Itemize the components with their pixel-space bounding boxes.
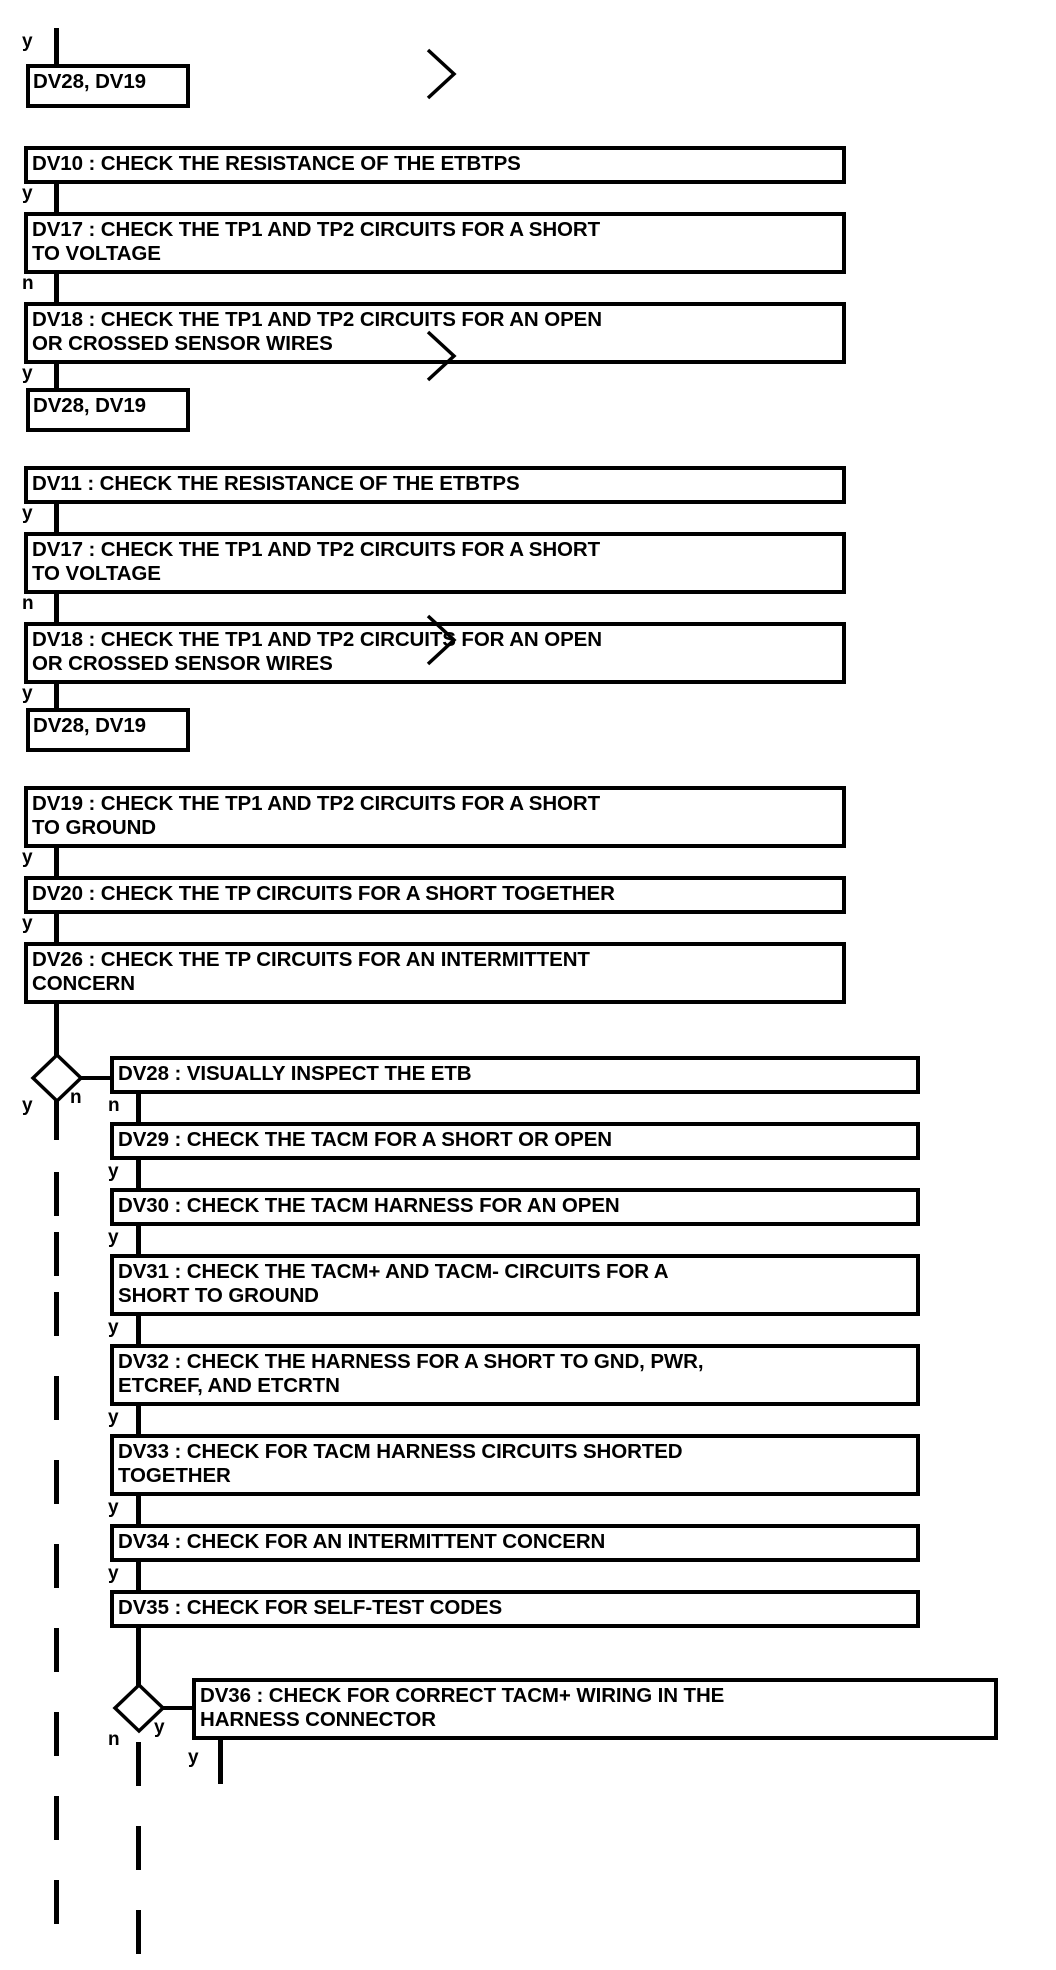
step-dv20[interactable]: DV20 : CHECK THE TP CIRCUITS FOR A SHORT… (24, 876, 846, 914)
step-dv11[interactable]: DV11 : CHECK THE RESISTANCE OF THE ETBTP… (24, 466, 846, 504)
connector-line (54, 28, 59, 72)
connector-line (54, 684, 59, 712)
connector-line (54, 1376, 59, 1420)
step-dv30[interactable]: DV30 : CHECK THE TACM HARNESS FOR AN OPE… (110, 1188, 920, 1226)
branch-label-y: y (22, 1095, 33, 1116)
connector-line (54, 364, 59, 392)
connector-line (54, 1232, 59, 1276)
offpage-tag-dv28-dv19[interactable]: DV28, DV19 (26, 708, 190, 752)
step-dv10[interactable]: DV10 : CHECK THE RESISTANCE OF THE ETBTP… (24, 146, 846, 184)
offpage-connector-chevron-icon (424, 612, 472, 668)
connector-line (54, 1292, 59, 1336)
connector-line (54, 1004, 59, 1058)
step-dv34[interactable]: DV34 : CHECK FOR AN INTERMITTENT CONCERN (110, 1524, 920, 1562)
branch-label-y: y (108, 1407, 119, 1428)
offpage-connector-chevron-icon (424, 46, 472, 102)
branch-label-y: y (22, 183, 33, 204)
connector-line (54, 1544, 59, 1588)
branch-label-n: n (108, 1729, 120, 1750)
branch-label-n: n (70, 1087, 82, 1108)
branch-label-y: y (22, 31, 33, 52)
step-dv31[interactable]: DV31 : CHECK THE TACM+ AND TACM- CIRCUIT… (110, 1254, 920, 1316)
connector-line (54, 504, 59, 534)
step-dv18-b[interactable]: DV18 : CHECK THE TP1 AND TP2 CIRCUITS FO… (24, 622, 846, 684)
step-dv35[interactable]: DV35 : CHECK FOR SELF-TEST CODES (110, 1590, 920, 1628)
connector-line (136, 1826, 141, 1870)
branch-label-y: y (108, 1317, 119, 1338)
branch-label-n: n (22, 273, 34, 294)
connector-line (136, 1316, 141, 1346)
step-dv26[interactable]: DV26 : CHECK THE TP CIRCUITS FOR AN INTE… (24, 942, 846, 1004)
connector-line (80, 1076, 114, 1080)
branch-label-n: n (22, 593, 34, 614)
branch-label-y: y (108, 1563, 119, 1584)
step-dv32[interactable]: DV32 : CHECK THE HARNESS FOR A SHORT TO … (110, 1344, 920, 1406)
branch-label-y: y (22, 503, 33, 524)
step-dv36[interactable]: DV36 : CHECK FOR CORRECT TACM+ WIRING IN… (192, 1678, 998, 1740)
offpage-connector-chevron-icon (424, 328, 472, 384)
connector-line (54, 848, 59, 878)
branch-label-y: y (22, 913, 33, 934)
connector-line (54, 1628, 59, 1672)
branch-label-y: y (22, 363, 33, 384)
connector-line (54, 1460, 59, 1504)
step-dv17-a[interactable]: DV17 : CHECK THE TP1 AND TP2 CIRCUITS FO… (24, 212, 846, 274)
branch-label-y: y (22, 847, 33, 868)
connector-line (136, 1562, 141, 1592)
connector-line (136, 1406, 141, 1436)
connector-line (54, 1712, 59, 1756)
connector-line (54, 274, 59, 304)
branch-label-n: n (108, 1095, 120, 1116)
branch-label-y: y (108, 1161, 119, 1182)
connector-line (136, 1496, 141, 1526)
branch-label-y: y (188, 1747, 199, 1768)
connector-line (54, 594, 59, 624)
step-dv33[interactable]: DV33 : CHECK FOR TACM HARNESS CIRCUITS S… (110, 1434, 920, 1496)
branch-label-y: y (108, 1497, 119, 1518)
step-dv18-a[interactable]: DV18 : CHECK THE TP1 AND TP2 CIRCUITS FO… (24, 302, 846, 364)
connector-line (136, 1742, 141, 1786)
step-dv28[interactable]: DV28 : VISUALLY INSPECT THE ETB (110, 1056, 920, 1094)
connector-line (136, 1094, 141, 1124)
connector-line (162, 1706, 194, 1710)
step-dv17-b[interactable]: DV17 : CHECK THE TP1 AND TP2 CIRCUITS FO… (24, 532, 846, 594)
connector-line (218, 1740, 223, 1784)
branch-label-y: y (108, 1227, 119, 1248)
step-dv19[interactable]: DV19 : CHECK THE TP1 AND TP2 CIRCUITS FO… (24, 786, 846, 848)
connector-line (136, 1910, 141, 1954)
connector-line (54, 184, 59, 214)
connector-line (54, 1796, 59, 1840)
connector-line (136, 1160, 141, 1190)
connector-line (54, 1172, 59, 1216)
offpage-tag-dv28-dv19[interactable]: DV28, DV19 (26, 64, 190, 108)
branch-label-y: y (154, 1717, 165, 1738)
step-dv29[interactable]: DV29 : CHECK THE TACM FOR A SHORT OR OPE… (110, 1122, 920, 1160)
offpage-tag-dv28-dv19[interactable]: DV28, DV19 (26, 388, 190, 432)
decision-diamond-2[interactable] (112, 1682, 166, 1734)
connector-line (54, 1100, 59, 1140)
connector-line (136, 1226, 141, 1256)
connector-line (54, 1880, 59, 1924)
branch-label-y: y (22, 683, 33, 704)
connector-line (136, 1628, 141, 1688)
connector-line (54, 914, 59, 944)
